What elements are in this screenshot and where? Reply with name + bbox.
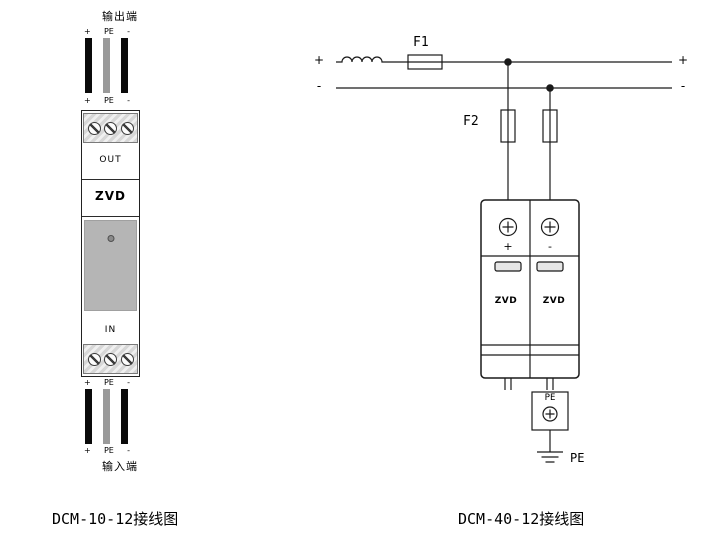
ground-symbol-icon (537, 451, 563, 463)
pe-screw-icon (542, 406, 558, 422)
wire-minus-top (121, 38, 128, 93)
dcm10-module: OUT ZVD IN (81, 110, 140, 377)
fuse2-label: F2 (463, 114, 479, 129)
pe-label: PE (103, 27, 114, 36)
pe-label: PE (103, 96, 114, 105)
fuse-f2-right-icon (542, 109, 558, 143)
zvd-brand-label: ZVD (95, 189, 126, 203)
spd-screw-minus-icon (540, 217, 560, 237)
terminal-screw-icon (87, 121, 101, 135)
polarity-row-bottom-outer: + PE - (84, 446, 130, 456)
polarity-row-top-inner: + PE - (84, 96, 130, 106)
bottom-clamp-left (504, 378, 512, 390)
minus-label: - (127, 27, 130, 36)
bus-plus-right-label: + (677, 53, 689, 67)
minus-label: - (127, 96, 130, 105)
terminal-screw-icon (120, 352, 134, 366)
wire-plus-top (85, 38, 92, 93)
junction-dot-minus (546, 84, 554, 92)
ground-pe-label: PE (570, 451, 585, 465)
spd-minus-label: - (548, 240, 552, 253)
module-front-panel (84, 220, 137, 311)
indicator-dot-icon (107, 235, 114, 242)
spd-zvd-left-label: ZVD (494, 296, 518, 306)
module-divider (82, 216, 139, 217)
bus-minus-left-label: - (316, 79, 322, 93)
dcm40-circuit-svg (336, 54, 672, 463)
plus-label: + (84, 96, 91, 105)
pe-label: PE (103, 446, 114, 455)
fuse-f2-left-icon (500, 109, 516, 143)
module-divider (82, 179, 139, 180)
module-bottom-terminal (83, 344, 138, 374)
terminal-screw-icon (87, 352, 101, 366)
spd-window-left (494, 261, 522, 272)
fuse-f1-icon (407, 54, 443, 70)
fuse1-label: F1 (413, 35, 429, 50)
input-end-label: 输入端 (102, 460, 138, 473)
spd-screw-plus-icon (498, 217, 518, 237)
spd-plus-label: + (503, 240, 513, 253)
dcm40-caption: DCM-40-12接线图 (458, 510, 585, 528)
dcm10-caption: DCM-10-12接线图 (52, 510, 179, 528)
wire-pe-bottom (103, 389, 110, 444)
bus-plus-left-label: + (313, 53, 325, 67)
module-top-terminal (83, 113, 138, 143)
terminal-screw-icon (104, 352, 117, 366)
plus-label: + (84, 27, 91, 36)
plus-label: + (84, 378, 91, 387)
spd-pe-label: PE (544, 393, 556, 403)
terminal-screw-icon (120, 121, 134, 135)
minus-label: - (127, 446, 130, 455)
plus-label: + (84, 446, 91, 455)
spd-window-right (536, 261, 564, 272)
polarity-row-top-outer: + PE - (84, 27, 130, 37)
pe-label: PE (103, 378, 114, 387)
junction-dot-plus (504, 58, 512, 66)
bottom-clamp-right (546, 378, 554, 390)
minus-label: - (127, 378, 130, 387)
positive-bus-line (336, 56, 672, 63)
wire-plus-bottom (85, 389, 92, 444)
wire-pe-top (103, 38, 110, 93)
spd-zvd-right-label: ZVD (542, 296, 566, 306)
bus-minus-right-label: - (680, 79, 686, 93)
wire-minus-bottom (121, 389, 128, 444)
output-end-label: 输出端 (102, 10, 138, 23)
out-label: OUT (99, 155, 122, 165)
in-label: IN (104, 325, 117, 335)
terminal-screw-icon (104, 121, 117, 135)
polarity-row-bottom-inner: + PE - (84, 378, 130, 388)
